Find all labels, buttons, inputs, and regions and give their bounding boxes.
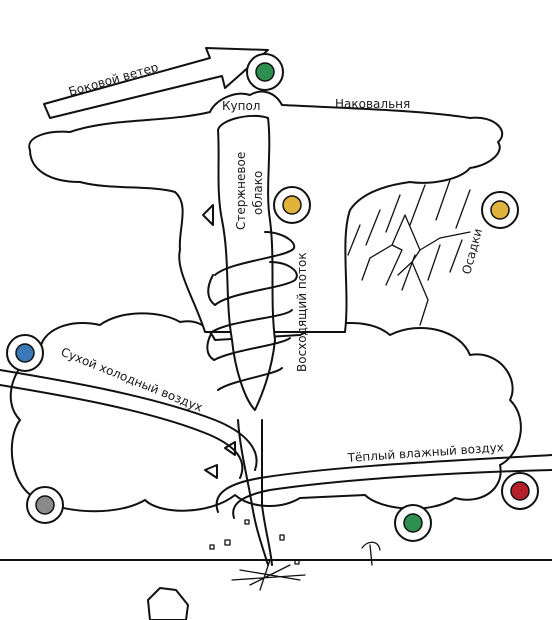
badge-side-wind	[246, 53, 284, 91]
tree-icon	[361, 541, 381, 566]
label-dome: Купол	[222, 99, 260, 113]
ground-debris	[209, 519, 306, 591]
badge-warm-air	[501, 472, 539, 510]
badge-precipitation	[481, 191, 519, 229]
lightning-icon	[361, 214, 471, 326]
label-precipitation: Осадки	[459, 227, 485, 276]
tornado-funnel	[237, 419, 273, 566]
badge-ground	[394, 504, 432, 542]
house-icon	[147, 587, 189, 620]
badge-dry-air	[6, 334, 44, 372]
warm-moist-air-stream	[215, 454, 552, 519]
label-anvil: Наковальня	[335, 97, 410, 111]
badge-core	[273, 186, 311, 224]
dry-cold-air-stream	[0, 369, 258, 479]
label-core-cloud-2: облако	[251, 171, 265, 215]
label-core-cloud-1: Стержневое	[234, 152, 248, 230]
spiral-ribbon	[206, 231, 298, 391]
badge-lower-left	[26, 486, 64, 524]
lower-cloud	[9, 312, 522, 513]
updraft-arrows	[202, 204, 236, 479]
label-updraft: Восходящий поток	[295, 252, 309, 372]
